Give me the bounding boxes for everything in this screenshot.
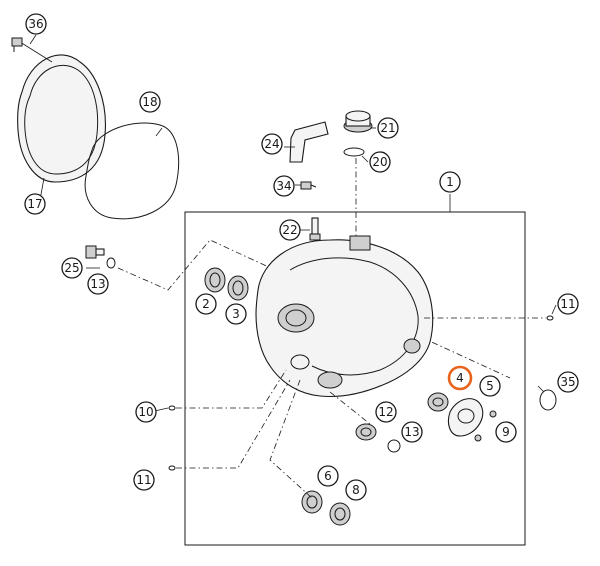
- pin-11-right: [546, 315, 554, 321]
- screw-9a: [489, 410, 497, 418]
- seal-12: [355, 423, 377, 441]
- svg-text:5: 5: [486, 379, 494, 393]
- gasket-18: [84, 122, 180, 220]
- filler-cap-20: [343, 110, 373, 133]
- screw-9b: [474, 434, 482, 442]
- svg-text:13: 13: [90, 277, 105, 291]
- callout-34: 34: [273, 175, 295, 197]
- seal-3: [227, 275, 249, 301]
- svg-text:11: 11: [560, 297, 575, 311]
- callout-18: 18: [139, 91, 161, 113]
- hose-22: [289, 121, 329, 163]
- svg-text:10: 10: [138, 405, 153, 419]
- callout-12: 12: [375, 401, 397, 423]
- callout-13: 13: [401, 421, 423, 443]
- svg-text:13: 13: [404, 425, 419, 439]
- callout-1: 1: [439, 171, 461, 193]
- callout-11-right: 11: [557, 293, 579, 315]
- o-ring-19: [343, 147, 365, 157]
- svg-text:24: 24: [264, 137, 279, 151]
- svg-text:8: 8: [352, 483, 360, 497]
- svg-text:34: 34: [276, 179, 291, 193]
- screw-34: [300, 181, 317, 190]
- svg-text:11: 11: [136, 473, 151, 487]
- callout-4-highlighted: 4: [447, 365, 473, 391]
- svg-text:22: 22: [282, 223, 297, 237]
- seal-8: [329, 502, 351, 526]
- cover-plate-5: [447, 398, 484, 437]
- clutch-cover-main: [255, 235, 434, 397]
- callout-20: 21: [377, 117, 399, 139]
- callout-22: 24: [261, 133, 283, 155]
- seal-6: [301, 490, 323, 514]
- fitting-21: [309, 217, 321, 241]
- svg-text:12: 12: [378, 405, 393, 419]
- callout-11-lower: 11: [133, 469, 155, 491]
- svg-text:6: 6: [324, 469, 332, 483]
- svg-text:17: 17: [27, 197, 42, 211]
- pin-10: [168, 405, 176, 411]
- callout-17: 17: [24, 193, 46, 215]
- svg-text:20: 20: [372, 155, 387, 169]
- seal-25: [106, 257, 116, 269]
- svg-text:21: 21: [380, 121, 395, 135]
- svg-text:4: 4: [456, 371, 464, 385]
- svg-text:3: 3: [232, 307, 240, 321]
- bearing-4: [427, 392, 449, 412]
- svg-text:2: 2: [202, 297, 210, 311]
- svg-text:1: 1: [446, 175, 454, 189]
- callout-36: 36: [25, 13, 47, 35]
- bolt-36: [11, 37, 23, 52]
- assembly-frame: [184, 211, 526, 546]
- svg-text:25: 25: [64, 261, 79, 275]
- callout-3: 3: [225, 303, 247, 325]
- callout-9: 9: [495, 421, 517, 443]
- svg-text:35: 35: [560, 375, 575, 389]
- pin-11-lower: [168, 465, 176, 471]
- callout-5: 5: [479, 375, 501, 397]
- callout-10: 10: [135, 401, 157, 423]
- callout-2: 2: [195, 293, 217, 315]
- callout-19: 20: [369, 151, 391, 173]
- callout-21: 22: [279, 219, 301, 241]
- svg-text:9: 9: [502, 425, 510, 439]
- o-ring-35: [539, 389, 557, 411]
- callout-6: 6: [317, 465, 339, 487]
- seal-2: [204, 267, 226, 293]
- callout-8: 8: [345, 479, 367, 501]
- callout-25: 13: [87, 273, 109, 295]
- plug-24: [85, 245, 105, 259]
- o-ring-13: [387, 439, 401, 453]
- callout-24: 25: [61, 257, 83, 279]
- clutch-cover-outer: [17, 41, 106, 183]
- svg-text:36: 36: [28, 17, 43, 31]
- svg-text:18: 18: [142, 95, 157, 109]
- callout-35: 35: [557, 371, 579, 393]
